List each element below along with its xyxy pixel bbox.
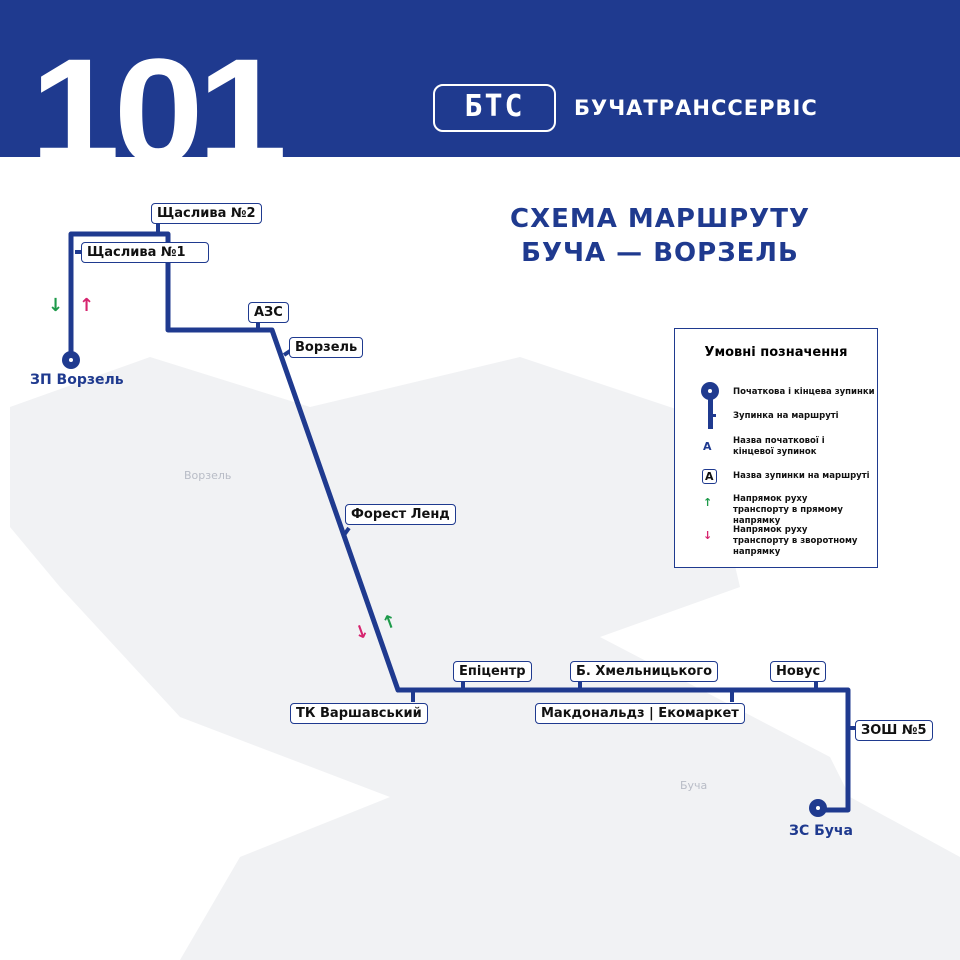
arrow-down-icon: ↓ — [703, 529, 713, 542]
company-name: БУЧАТРАНССЕРВІС — [574, 96, 818, 120]
route-number: 101 — [30, 27, 287, 195]
stop-label: Щаслива №1 — [81, 242, 209, 263]
logo: БТС — [433, 84, 556, 132]
legend-item: Напрямок руху транспорту в зворотному на… — [733, 525, 858, 557]
stop-label: Епіцентр — [453, 661, 532, 682]
stop-label: Щаслива №2 — [151, 203, 262, 224]
map-background — [10, 357, 960, 960]
legend-letter-icon: А — [703, 440, 712, 453]
terminal-end: ЗС Буча — [789, 823, 853, 839]
arrow-up-icon: ↑ — [703, 496, 713, 509]
title-line-1: СХЕМА МАРШРУТУ — [510, 204, 810, 234]
page-title: СХЕМА МАРШРУТУ БУЧА — ВОРЗЕЛЬ — [480, 202, 840, 270]
legend-item: Напрямок руху транспорту в прямому напря… — [733, 494, 843, 526]
stop-label: Б. Хмельницького — [570, 661, 719, 682]
town-label-vorzel: Ворзель — [184, 469, 232, 482]
legend: Умовні позначення Початкова і кінцева зу… — [674, 328, 878, 568]
legend-title: Умовні позначення — [704, 345, 848, 360]
terminal-start: ЗП Ворзель — [30, 372, 124, 388]
stop-label: ЗОШ №5 — [855, 720, 933, 741]
legend-item: Назва зупинки на маршруті — [733, 471, 870, 481]
title-line-2: БУЧА — ВОРЗЕЛЬ — [521, 238, 799, 268]
arrow-up-icon: ↑ — [79, 295, 95, 316]
header: 101 БТС БУЧАТРАНССЕРВІС — [0, 0, 960, 186]
legend-item: Зупинка на маршруті — [733, 411, 839, 421]
legend-item: Початкова і кінцева зупинки — [733, 387, 875, 397]
stop-label: АЗС — [248, 302, 289, 323]
legend-item: Назва початкової і кінцевої зупинок — [733, 436, 825, 457]
stop-label: Ворзель — [289, 337, 364, 358]
stop-label: Форест Ленд — [345, 504, 456, 525]
legend-terminal-icon — [701, 382, 719, 429]
town-label-bucha: Буча — [680, 779, 708, 792]
stop-label: Новус — [770, 661, 827, 682]
stop-label: ТК Варшавський — [290, 703, 428, 724]
legend-boxed-letter-icon: А — [702, 469, 717, 484]
arrow-down-icon: ↓ — [48, 295, 64, 316]
stop-label: Макдональдз | Екомаркет — [535, 703, 745, 724]
